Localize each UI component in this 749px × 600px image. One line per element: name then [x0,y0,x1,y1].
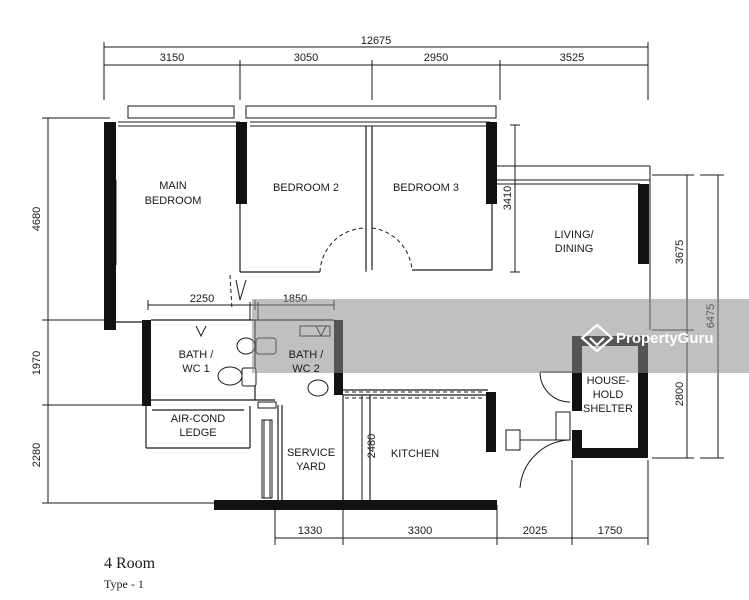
room-label-living-line2: DINING [555,243,594,255]
right-dim-1: 3675 [674,240,686,264]
left-dim-2: 1970 [31,351,43,375]
room-label-bedroom-2: BEDROOM 2 [273,182,339,194]
bottom-dim-2: 3300 [408,525,432,537]
top-dim-1: 3150 [160,52,184,64]
room-label-shelter-line1: HOUSE- [587,375,630,387]
left-dim-1: 4680 [31,207,43,231]
overall-width-label: 12675 [361,35,392,47]
room-label-main-bedroom-line1: MAIN [159,180,187,192]
room-label-kitchen: KITCHEN [391,448,439,460]
left-dim-3: 2280 [31,443,43,467]
dashed-lines [229,274,484,399]
bath-width-1-label: 2250 [190,293,214,305]
kitchen-depth-label: 2480 [366,434,378,458]
room-label-aircon-line2: LEDGE [179,427,216,439]
bottom-dim-3: 2025 [523,525,547,537]
room-label-aircon-line1: AIR-COND [171,413,225,425]
room-label-main-bedroom-line2: BEDROOM [145,195,202,207]
room-label-service-yard-line1: SERVICE [287,447,335,459]
top-dim-2: 3050 [294,52,318,64]
room-label-bath2-line1: BATH / [289,349,325,361]
room-label-bath1-line1: BATH / [179,349,215,361]
watermark-text: PropertyGuru [616,330,714,347]
top-dim-4: 3525 [560,52,584,64]
property-guru-logo-icon [580,323,614,353]
plan-title: 4 Room [104,555,156,572]
service-yard-rack [257,401,277,499]
bottom-dim-4: 1750 [598,525,622,537]
room-label-shelter-line3: SHELTER [583,403,633,415]
top-dimension-lines [103,42,649,100]
bottom-dim-1: 1330 [298,525,322,537]
room-label-bath1-line2: WC 1 [182,363,210,375]
left-dimension-lines [42,117,216,504]
right-dim-2: 2800 [674,382,686,406]
bottom-dimension-lines [274,460,649,545]
room-label-shelter-line2: HOLD [593,389,624,401]
room-label-bedroom-3: BEDROOM 3 [393,182,459,194]
room-label-service-yard-line2: YARD [296,461,326,473]
bedroom3-depth-label: 3410 [502,186,514,210]
top-dim-3: 2950 [424,52,448,64]
room-label-living-line1: LIVING/ [554,229,594,241]
room-label-bath2-line2: WC 2 [292,363,320,375]
watermark-band [252,299,749,373]
plan-subtitle: Type - 1 [104,577,144,591]
